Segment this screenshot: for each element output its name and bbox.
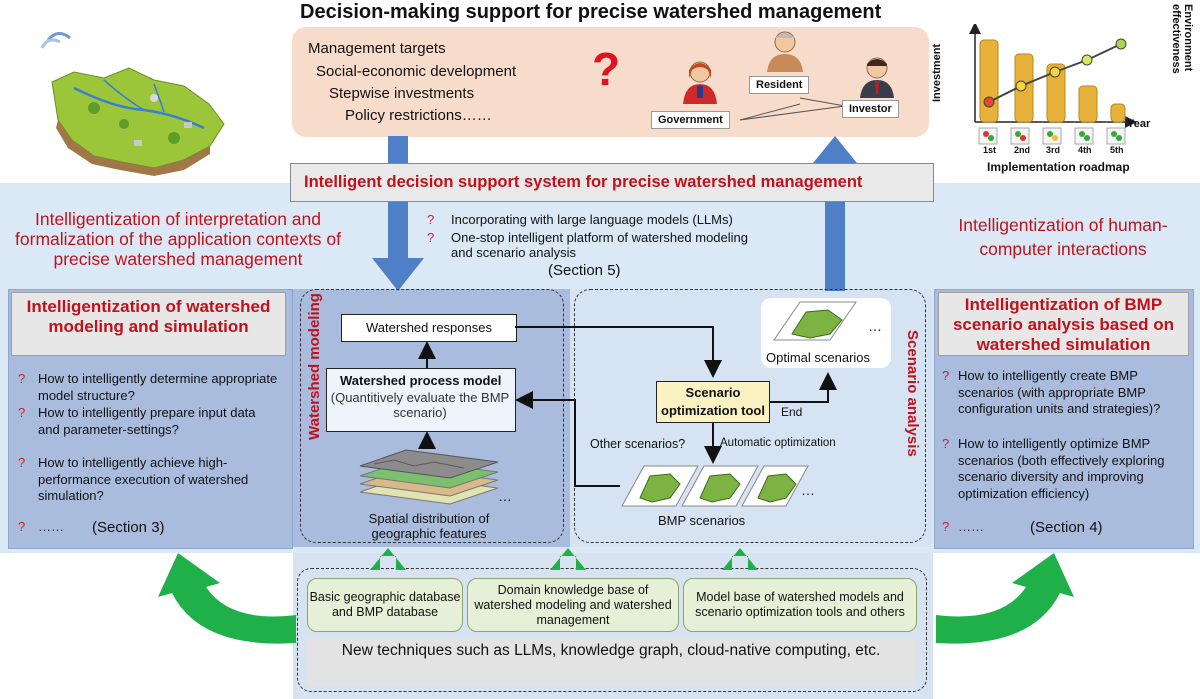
question-mark-icon: ?	[18, 371, 26, 386]
green-up-arrows	[370, 548, 758, 570]
system-section: (Section 5)	[548, 262, 621, 279]
roadmap-x-axis: Year	[1127, 118, 1151, 130]
target-line-3: Stepwise investments	[329, 85, 475, 102]
responses-box: Watershed responses	[341, 314, 517, 342]
optimal-map-icon	[773, 301, 857, 341]
base-geographic-db: Basic geographic database and BMP databa…	[307, 578, 463, 632]
auto-optimization-label: Automatic optimization	[720, 437, 836, 449]
bmp-maps-icon	[621, 465, 809, 507]
question-mark-icon: ?	[942, 436, 950, 451]
stakeholder-links	[739, 97, 846, 121]
system-bullet-1-mark: ?	[427, 212, 435, 227]
process-model-title: Watershed process model	[340, 373, 502, 388]
right-section: (Section 4)	[1030, 519, 1103, 536]
system-bullet-1: Incorporating with large language models…	[451, 212, 733, 227]
right-panel-title: Intelligentization of BMP scenario analy…	[938, 292, 1189, 356]
resident-label: Resident	[749, 76, 810, 94]
optimal-ellipsis: …	[868, 318, 882, 334]
other-scenarios-label: Other scenarios?	[590, 437, 686, 451]
left-section: (Section 3)	[92, 519, 165, 536]
right-band-caption: Intelligentization of human-computer int…	[958, 215, 1168, 259]
left-band-caption: Intelligentization of interpretation and…	[15, 209, 341, 269]
roadmap-chart	[969, 24, 1137, 145]
target-line-4: Policy restrictions……	[345, 107, 492, 124]
target-line-2: Social-economic development	[316, 63, 517, 80]
government-label: Government	[651, 111, 730, 129]
base-model-base: Model base of watershed models and scena…	[683, 578, 917, 632]
government-icon	[683, 61, 717, 104]
question-mark-icon: ?	[942, 519, 950, 534]
roadmap-step-1: 1st	[983, 145, 997, 155]
end-label: End	[781, 405, 803, 419]
left-panel-title: Intelligentization of watershed modeling…	[11, 292, 286, 356]
green-curved-arrow-right	[936, 553, 1074, 644]
system-bullet-2: One-stop intelligent platform of watersh…	[451, 230, 748, 260]
header-title: Decision-making support for precise wate…	[300, 1, 882, 23]
process-model-sub: (Quantitively evaluate the BMP scenario)	[330, 390, 510, 420]
bmp-label: BMP scenarios	[658, 513, 746, 528]
question-mark-icon: ?	[18, 405, 26, 420]
investor-label: Investor	[842, 100, 899, 118]
decision-box	[292, 27, 929, 137]
roadmap-maps	[978, 127, 1126, 145]
system-title-box	[290, 163, 934, 202]
watershed-landscape-image	[40, 32, 225, 176]
roadmap-caption: Implementation roadmap	[987, 160, 1130, 174]
spatial-ellipsis: …	[498, 488, 512, 504]
base-domain-knowledge: Domain knowledge base of watershed model…	[467, 578, 679, 632]
spatial-layers-image	[359, 449, 499, 505]
question-mark-icon: ?	[18, 455, 26, 470]
modeling-region	[300, 289, 564, 543]
roadmap-step-2: 2nd	[1014, 145, 1031, 155]
roadmap-step-4: 4th	[1078, 145, 1092, 155]
roadmap-step-3: 3rd	[1046, 145, 1061, 155]
green-curved-arrow-left	[158, 553, 296, 644]
question-mark: ?	[592, 43, 621, 95]
bmp-ellipsis: …	[801, 482, 815, 498]
system-title: Intelligent decision support system for …	[304, 173, 863, 191]
tool-box: Scenario optimization tool	[656, 381, 770, 423]
foundation-region	[297, 568, 927, 692]
optimal-label: Optimal scenarios	[766, 350, 871, 365]
techniques-box: New techniques such as LLMs, knowledge g…	[307, 638, 915, 686]
roadmap-step-5: 5th	[1110, 145, 1124, 155]
question-mark-icon: ?	[18, 519, 26, 534]
question-mark-icon: ?	[942, 368, 950, 383]
investor-icon	[860, 57, 894, 98]
spatial-caption: Spatial distribution of geographic featu…	[368, 511, 490, 541]
resident-icon	[767, 31, 803, 72]
target-line-1: Management targets	[308, 40, 446, 57]
system-bullet-2-mark: ?	[427, 230, 435, 245]
